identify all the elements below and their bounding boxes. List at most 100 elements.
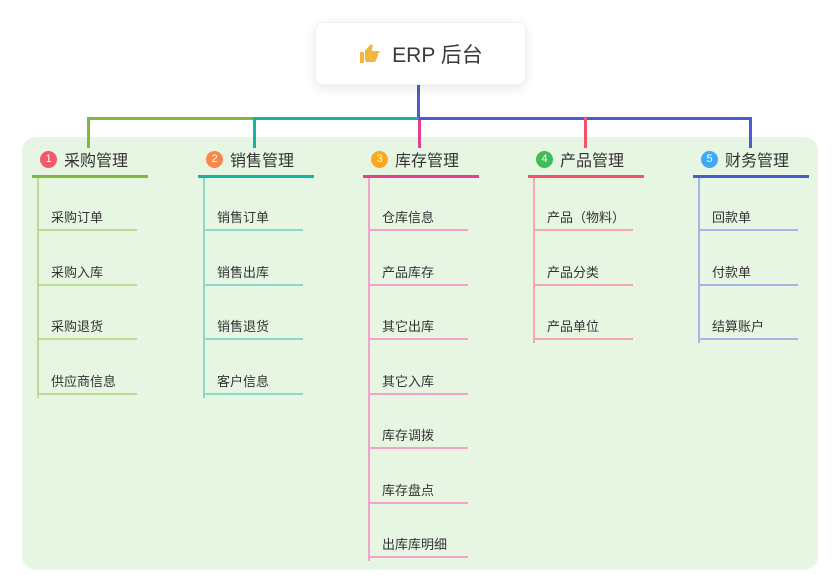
node-label: 产品（物料）: [547, 210, 626, 225]
root-label: ERP 后台: [392, 43, 483, 67]
node-item[interactable]: 客户信息: [203, 373, 303, 395]
node-label: 销售出库: [217, 265, 270, 280]
branch-inventory: 3 库存管理 仓库信息 产品库存 其它出库 其它入库 库存调拨 库存盘点 出库库…: [363, 147, 479, 561]
node-item[interactable]: 付款单: [698, 264, 798, 286]
branch-title-sales[interactable]: 2 销售管理: [198, 147, 314, 171]
node-item[interactable]: 供应商信息: [37, 373, 137, 395]
node-underline: [698, 338, 798, 340]
branch-number-badge: 3: [371, 150, 388, 168]
branch-title-product[interactable]: 4 产品管理: [528, 147, 644, 171]
node-item[interactable]: 采购订单: [37, 209, 137, 231]
node-label: 其它入库: [382, 374, 435, 389]
node-item[interactable]: 产品单位: [533, 318, 633, 340]
branch-underline: [198, 175, 314, 178]
connector-drop-purchase: [87, 117, 90, 148]
node-item[interactable]: 销售订单: [203, 209, 303, 231]
node-item[interactable]: 库存盘点: [368, 482, 468, 504]
branch-sales: 2 销售管理 销售订单 销售出库 销售退货 客户信息: [198, 147, 314, 398]
node-item[interactable]: 采购入库: [37, 264, 137, 286]
branch-trunk-line: [533, 178, 535, 343]
node-label: 采购入库: [51, 265, 104, 280]
branch-trunk-line: [368, 178, 370, 561]
node-underline: [368, 229, 468, 231]
node-underline: [368, 502, 468, 504]
branch-title-inventory[interactable]: 3 库存管理: [363, 147, 479, 171]
node-label: 客户信息: [217, 374, 270, 389]
connector-spine-segment-1: [87, 117, 253, 120]
node-label: 产品单位: [547, 319, 600, 334]
branch-title-label: 采购管理: [64, 153, 129, 170]
node-label: 出库库明细: [382, 537, 448, 552]
node-item[interactable]: 产品分类: [533, 264, 633, 286]
node-label: 库存调拨: [382, 428, 435, 443]
mindmap-panel: [22, 137, 818, 570]
node-label: 仓库信息: [382, 210, 435, 225]
branch-trunk-line: [37, 178, 39, 398]
node-item[interactable]: 产品（物料）: [533, 209, 633, 231]
branch-purchase: 1 采购管理 采购订单 采购入库 采购退货 供应商信息: [32, 147, 148, 398]
node-underline: [698, 284, 798, 286]
branch-number-badge: 4: [536, 150, 553, 168]
node-item[interactable]: 出库库明细: [368, 536, 468, 558]
branch-finance: 5 财务管理 回款单 付款单 结算账户: [693, 147, 809, 343]
node-item[interactable]: 回款单: [698, 209, 798, 231]
node-label: 采购退货: [51, 319, 104, 334]
connector-root-vertical: [417, 83, 420, 120]
branch-title-label: 产品管理: [560, 153, 625, 170]
node-label: 结算账户: [712, 319, 765, 334]
node-underline: [203, 338, 303, 340]
branch-underline: [363, 175, 479, 178]
connector-drop-finance: [749, 117, 752, 148]
node-item[interactable]: 其它入库: [368, 373, 468, 395]
node-label: 付款单: [712, 265, 752, 280]
branch-title-label: 销售管理: [230, 153, 295, 170]
branch-title-finance[interactable]: 5 财务管理: [693, 147, 809, 171]
node-underline: [203, 229, 303, 231]
node-underline: [533, 229, 633, 231]
thumbs-up-icon: [360, 43, 381, 63]
node-label: 销售订单: [217, 210, 270, 225]
connector-drop-product: [584, 117, 587, 148]
branch-underline: [32, 175, 148, 178]
branch-title-label: 库存管理: [395, 153, 460, 170]
node-label: 产品分类: [547, 265, 600, 280]
node-item[interactable]: 采购退货: [37, 318, 137, 340]
branch-number-badge: 2: [206, 150, 223, 168]
branch-number-badge: 1: [40, 150, 57, 168]
root-node[interactable]: ERP 后台: [315, 22, 526, 85]
node-label: 库存盘点: [382, 483, 435, 498]
node-label: 回款单: [712, 210, 752, 225]
node-label: 产品库存: [382, 265, 435, 280]
node-label: 供应商信息: [51, 374, 117, 389]
node-underline: [698, 229, 798, 231]
node-underline: [37, 338, 137, 340]
node-underline: [368, 393, 468, 395]
branch-number-badge: 5: [701, 150, 718, 168]
node-underline: [37, 229, 137, 231]
node-underline: [368, 556, 468, 558]
node-underline: [37, 284, 137, 286]
connector-drop-inventory: [418, 120, 421, 148]
node-item[interactable]: 其它出库: [368, 318, 468, 340]
branch-underline: [693, 175, 809, 178]
branch-trunk-line: [203, 178, 205, 398]
node-underline: [533, 338, 633, 340]
node-item[interactable]: 仓库信息: [368, 209, 468, 231]
branch-title-purchase[interactable]: 1 采购管理: [32, 147, 148, 171]
node-item[interactable]: 销售退货: [203, 318, 303, 340]
node-underline: [203, 393, 303, 395]
node-underline: [368, 284, 468, 286]
node-item[interactable]: 库存调拨: [368, 427, 468, 449]
branch-trunk-line: [698, 178, 700, 343]
connector-spine-segment-2: [253, 117, 418, 120]
node-underline: [533, 284, 633, 286]
node-item[interactable]: 产品库存: [368, 264, 468, 286]
node-underline: [368, 447, 468, 449]
node-item[interactable]: 结算账户: [698, 318, 798, 340]
node-label: 其它出库: [382, 319, 435, 334]
node-item[interactable]: 销售出库: [203, 264, 303, 286]
branch-underline: [528, 175, 644, 178]
node-underline: [37, 393, 137, 395]
node-label: 采购订单: [51, 210, 104, 225]
connector-drop-sales: [253, 117, 256, 148]
